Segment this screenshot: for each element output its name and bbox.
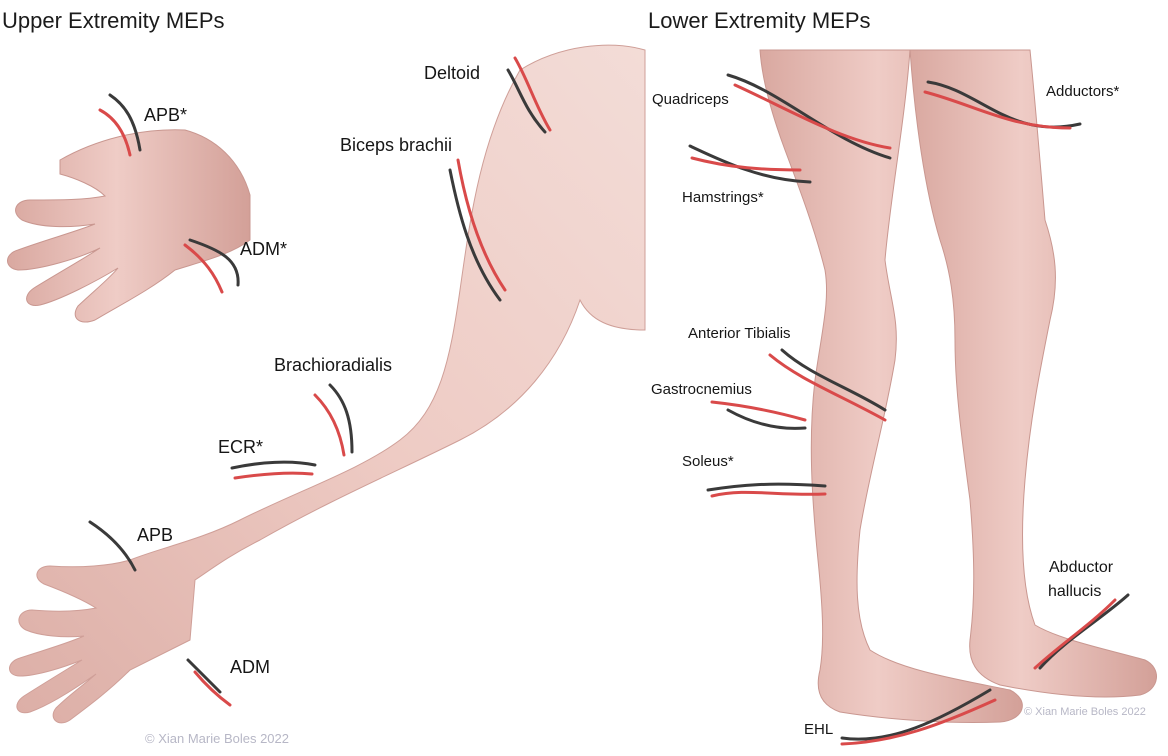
label-abductor-hallucis-line2: hallucis <box>1048 583 1102 600</box>
electrode-abductor-hallucis <box>1033 593 1130 670</box>
electrode-adm <box>186 658 232 707</box>
label-ehl: EHL <box>804 721 834 738</box>
label-adductors-star: Adductors* <box>1046 83 1120 100</box>
label-apb-star: APB* <box>144 105 188 125</box>
label-hamstrings-star: Hamstrings* <box>682 189 764 206</box>
label-abductor-hallucis-line1: Abductor <box>1049 559 1114 576</box>
label-brachioradialis: Brachioradialis <box>274 355 393 375</box>
electrode-apb <box>88 520 137 572</box>
electrode-apb-star <box>98 93 142 157</box>
electrode-biceps <box>448 158 507 302</box>
electrode-ecr-star <box>230 460 317 480</box>
electrode-gastrocnemius <box>710 400 807 430</box>
electrodes <box>88 56 1130 746</box>
upper-copyright: © Xian Marie Boles 2022 <box>145 731 289 746</box>
label-apb: APB <box>137 525 174 545</box>
small-hand <box>7 129 251 323</box>
electrode-adm-star <box>183 238 240 294</box>
label-adm: ADM <box>230 657 270 677</box>
lower-extremity-title: Lower Extremity MEPs <box>648 8 871 33</box>
label-biceps-brachii: Biceps brachii <box>340 135 453 155</box>
label-quadriceps: Quadriceps <box>652 91 729 108</box>
electrode-adductors <box>923 80 1082 130</box>
upper-extremity-title: Upper Extremity MEPs <box>2 8 225 33</box>
arm <box>9 44 646 724</box>
electrode-anterior-tibialis <box>768 348 887 422</box>
electrode-deltoid <box>506 56 552 134</box>
label-ecr-star: ECR* <box>218 437 264 457</box>
electrode-soleus <box>706 482 827 498</box>
label-anterior-tibialis: Anterior Tibialis <box>688 325 791 342</box>
lower-copyright: © Xian Marie Boles 2022 <box>1024 706 1146 718</box>
electrode-ehl <box>840 688 997 746</box>
electrode-quadriceps <box>726 73 892 160</box>
legs <box>759 49 1157 724</box>
electrode-brachioradialis <box>313 383 354 457</box>
label-deltoid: Deltoid <box>424 63 481 83</box>
electrode-hamstrings <box>688 144 812 184</box>
label-soleus-star: Soleus* <box>682 453 734 470</box>
label-adm-star: ADM* <box>240 239 288 259</box>
label-gastrocnemius: Gastrocnemius <box>651 381 752 398</box>
